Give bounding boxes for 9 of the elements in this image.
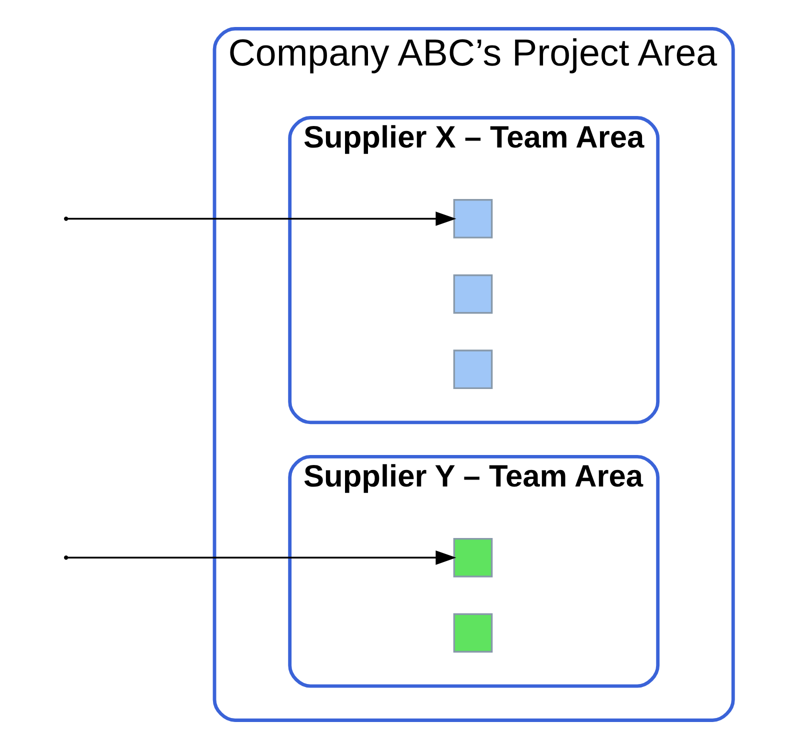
arrow [67,550,456,565]
node-box [453,199,493,238]
node-box [453,538,493,578]
node-box [453,274,493,314]
cluster: Supplier Y – Team Area [288,454,660,688]
node-box [453,613,493,653]
cluster: Supplier X – Team Area [288,116,660,424]
node-box [453,350,493,390]
arrow [67,212,456,226]
